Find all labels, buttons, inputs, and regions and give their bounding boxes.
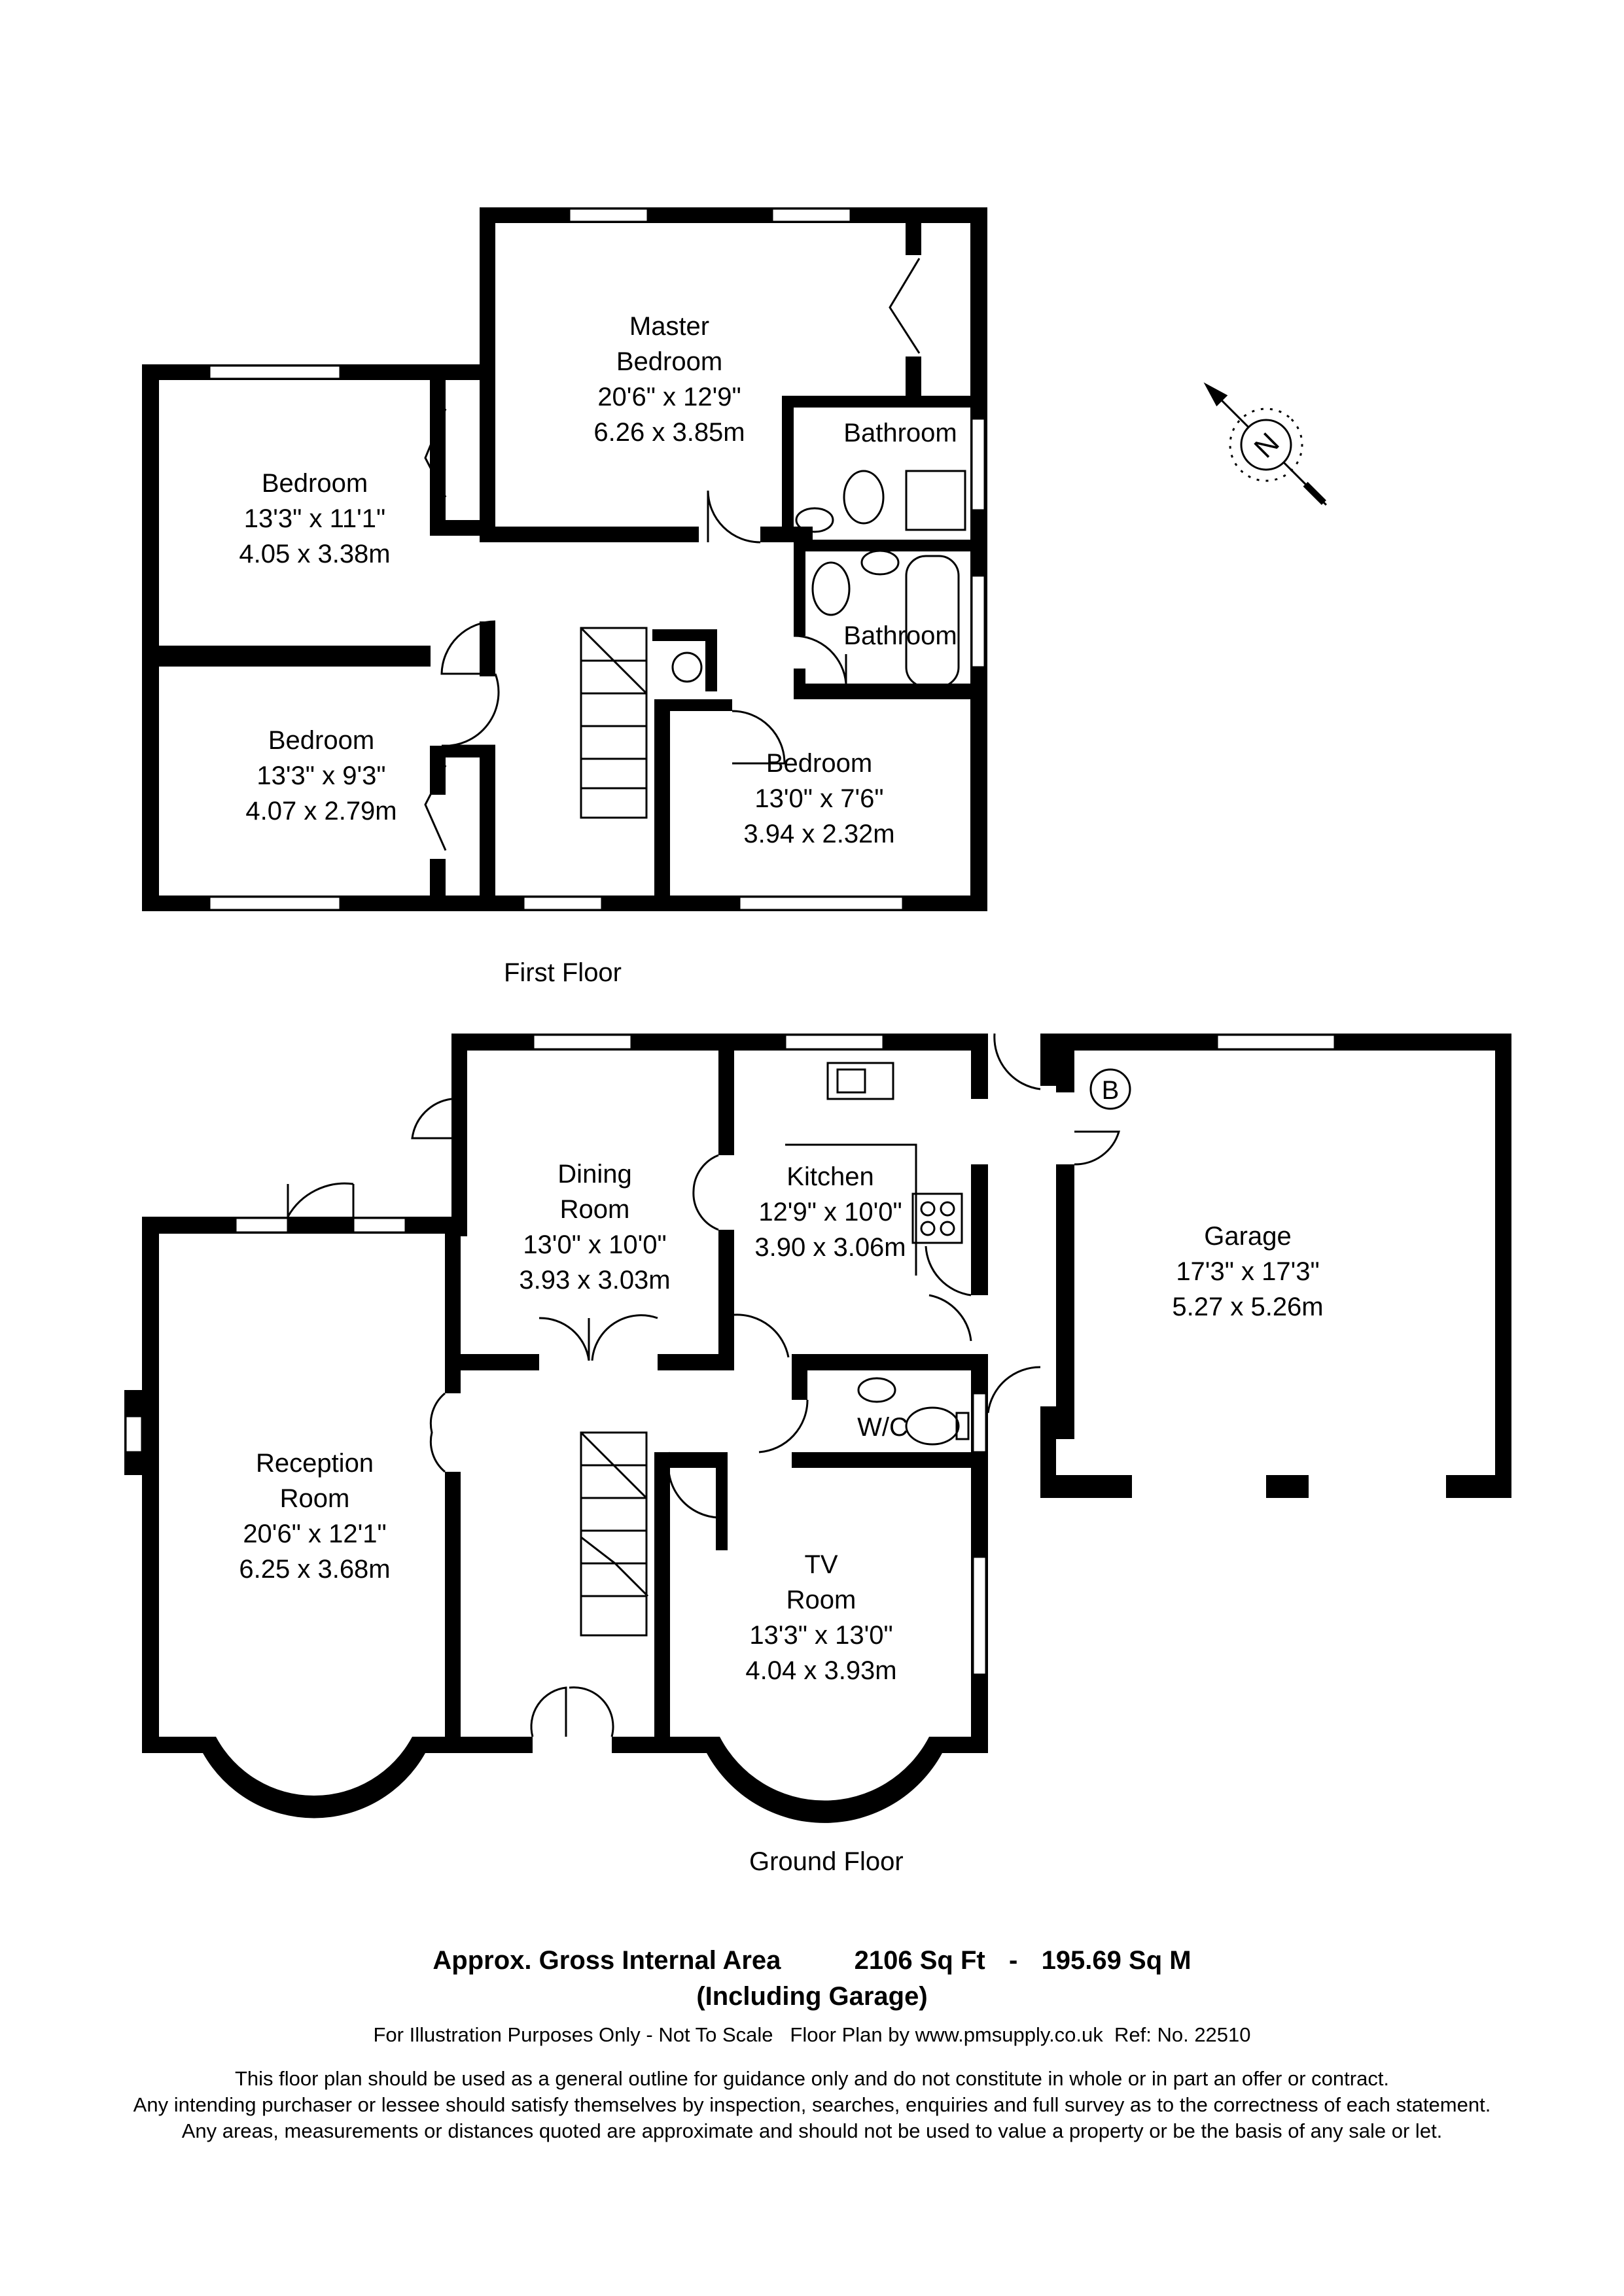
- room-label-kitchen: Kitchen 12'9" x 10'0" 3.90 x 3.06m: [754, 1162, 906, 1262]
- area-separator: -: [1008, 1946, 1018, 1975]
- room-label-line: 13'3" x 11'1": [244, 504, 385, 533]
- room-label-line: Garage: [1204, 1222, 1291, 1251]
- room-label-line: Bathroom: [843, 621, 957, 650]
- room-label-line: 4.04 x 3.93m: [745, 1656, 896, 1685]
- room-label-line: 4.07 x 2.79m: [245, 797, 397, 826]
- room-label-line: Master: [629, 312, 709, 341]
- room-label-line: 6.25 x 3.68m: [239, 1555, 390, 1584]
- disclaimer-line: Any intending purchaser or lessee should…: [133, 2093, 1491, 2116]
- room-label-garage: Garage 17'3" x 17'3" 5.27 x 5.26m: [1172, 1222, 1323, 1321]
- ground-floor-plan: [124, 1033, 1511, 1823]
- room-label-line: Room: [560, 1195, 630, 1224]
- room-label-line: 20'6" x 12'1": [243, 1520, 386, 1548]
- room-label-line: Kitchen: [786, 1162, 874, 1191]
- gross-area-line: Approx. Gross Internal Area 2106 Sq Ft -…: [0, 1946, 1624, 1975]
- room-label-bed1: Bedroom 13'3" x 11'1" 4.05 x 3.38m: [239, 469, 390, 568]
- room-label-line: W/C: [857, 1413, 908, 1442]
- room-label-line: Room: [280, 1484, 350, 1513]
- area-sqft: 2106 Sq Ft: [854, 1946, 985, 1975]
- room-label-line: Bedroom: [262, 469, 368, 498]
- including-garage-note: (Including Garage): [696, 1982, 928, 2011]
- room-label-line: 3.93 x 3.03m: [519, 1266, 670, 1295]
- room-label-line: Bedroom: [616, 347, 722, 376]
- room-label-line: Reception: [256, 1449, 374, 1478]
- room-label-line: 12'9" x 10'0": [758, 1198, 902, 1226]
- room-label-wc: W/C: [857, 1413, 908, 1442]
- boiler-marker: B: [1102, 1076, 1120, 1105]
- room-label-line: 3.94 x 2.32m: [743, 820, 894, 848]
- room-label-line: 6.26 x 3.85m: [593, 418, 745, 447]
- first-floor-label: First Floor: [504, 958, 622, 987]
- room-label-bath1: Bathroom: [843, 419, 957, 447]
- room-label-line: Bathroom: [843, 419, 957, 447]
- room-label-bath2: Bathroom: [843, 621, 957, 650]
- disclaimer-line: This floor plan should be used as a gene…: [234, 2067, 1390, 2090]
- room-label-line: Bedroom: [268, 726, 374, 755]
- room-label-line: TV: [804, 1550, 838, 1579]
- room-label-line: 17'3" x 17'3": [1176, 1257, 1319, 1286]
- room-label-tv: TV Room 13'3" x 13'0" 4.04 x 3.93m: [745, 1550, 896, 1685]
- disclaimer-line: Any areas, measurements or distances quo…: [181, 2119, 1443, 2142]
- room-label-line: 3.90 x 3.06m: [754, 1233, 906, 1262]
- room-label-line: Room: [786, 1586, 856, 1614]
- room-label-line: 4.05 x 3.38m: [239, 540, 390, 568]
- room-label-line: Dining: [557, 1160, 631, 1189]
- room-label-line: 13'3" x 13'0": [749, 1621, 892, 1650]
- area-sqm: 195.69 Sq M: [1041, 1946, 1192, 1975]
- room-label-line: 13'0" x 10'0": [523, 1230, 666, 1259]
- room-label-line: Bedroom: [766, 749, 872, 778]
- area-label: Approx. Gross Internal Area: [432, 1946, 781, 1975]
- room-label-line: 13'0" x 7'6": [754, 784, 883, 813]
- room-label-bed2: Bedroom 13'3" x 9'3" 4.07 x 2.79m: [245, 726, 397, 826]
- illustration-note: For Illustration Purposes Only - Not To …: [373, 2023, 1251, 2046]
- first-floor-plan: [142, 207, 987, 911]
- north-compass-icon: [1203, 382, 1327, 506]
- room-label-line: 5.27 x 5.26m: [1172, 1293, 1323, 1321]
- room-label-line: 20'6" x 12'9": [597, 383, 741, 411]
- room-label-bed3: Bedroom 13'0" x 7'6" 3.94 x 2.32m: [743, 749, 894, 848]
- ground-floor-label: Ground Floor: [749, 1847, 904, 1876]
- room-label-line: 13'3" x 9'3": [256, 761, 385, 790]
